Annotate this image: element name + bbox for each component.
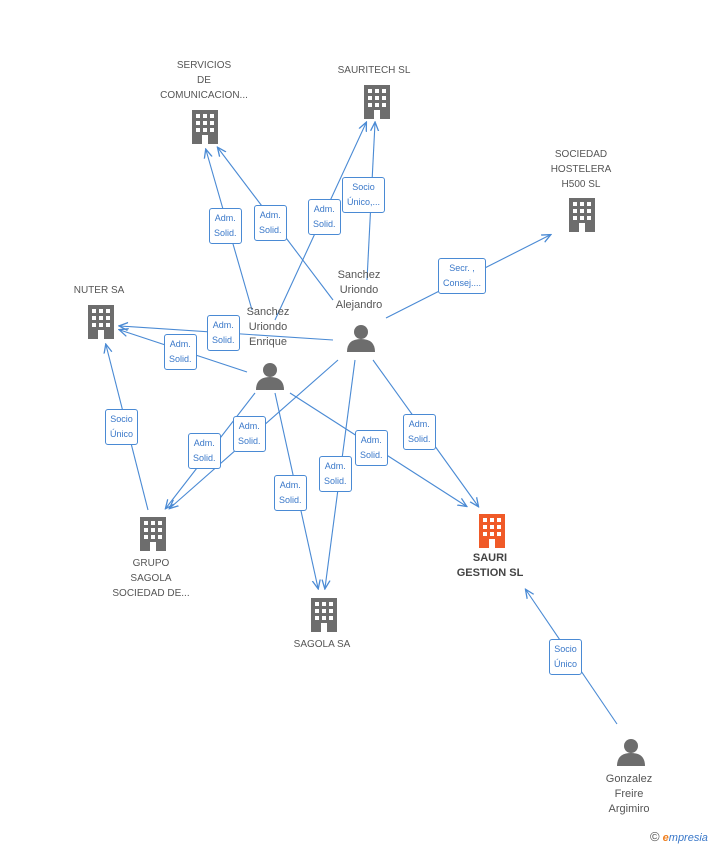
company-label-hostelera[interactable]: SOCIEDAD HOSTELERA H500 SL (550, 149, 612, 190)
edge-label-grupo-nuter[interactable]: Socio Único (105, 409, 139, 445)
building-icon-nuter[interactable] (88, 305, 114, 339)
edge-label-enrique-sauritech[interactable]: Adm. Solid. (308, 199, 341, 235)
company-label-sauri[interactable]: SAURI GESTION SL (456, 552, 524, 579)
edge-label-enrique-grupo[interactable]: Adm. Solid. (188, 433, 221, 469)
building-icon-grupo[interactable] (140, 517, 166, 551)
person-label-alejandro[interactable]: Sanchez Uriondo Alejandro (335, 269, 383, 311)
building-icon-servicios[interactable] (192, 110, 218, 144)
edge-label-enrique-sauri[interactable]: Adm. Solid. (355, 430, 388, 466)
company-label-grupo[interactable]: GRUPO SAGOLA SOCIEDAD DE... (112, 558, 190, 599)
building-icon-sauritech[interactable] (364, 85, 390, 119)
edge-label-enrique-servicios[interactable]: Adm. Solid. (209, 208, 242, 244)
company-label-sauritech[interactable]: SAURITECH SL (337, 65, 411, 76)
edge-label-enrique-nuter[interactable]: Adm. Solid. (164, 334, 197, 370)
company-label-nuter[interactable]: NUTER SA (73, 285, 125, 296)
building-icon-sagola[interactable] (311, 598, 337, 632)
edge-label-alejandro-nuter[interactable]: Adm. Solid. (207, 315, 240, 351)
brand-logo-text: mpresia (668, 832, 708, 844)
edge-label-alejandro-sagola[interactable]: Adm. Solid. (319, 456, 352, 492)
edge-label-alejandro-grupo[interactable]: Adm. Solid. (233, 416, 266, 452)
person-icon-gonzalez[interactable] (617, 739, 645, 766)
footer-brand[interactable]: © empresia (650, 829, 708, 844)
person-icon-alejandro[interactable] (347, 325, 375, 352)
brand-logo-e: e (662, 832, 669, 844)
person-label-enrique[interactable]: Sanchez Uriondo Enrique (246, 306, 290, 348)
copyright-icon: © (650, 829, 660, 844)
edge-label-alejandro-sauri[interactable]: Adm. Solid. (403, 414, 436, 450)
edge-label-enrique-sagola[interactable]: Adm. Solid. (274, 475, 307, 511)
edge-label-gonzalez-sauri[interactable]: Socio Único (549, 639, 583, 675)
person-label-gonzalez[interactable]: Gonzalez Freire Argimiro (605, 773, 653, 815)
building-icon-sauri[interactable] (479, 514, 505, 548)
company-label-sagola[interactable]: SAGOLA SA (293, 639, 351, 650)
edge-label-alejandro-servicios[interactable]: Adm. Solid. (254, 205, 287, 241)
edge-label-alejandro-sauritech[interactable]: Socio Único,... (342, 177, 386, 213)
edge-label-alejandro-hostelera[interactable]: Secr. , Consej.... (438, 258, 487, 294)
company-label-servicios[interactable]: SERVICIOS DE COMUNICACION... (160, 60, 248, 101)
person-icon-enrique[interactable] (256, 363, 284, 390)
building-icon-hostelera[interactable] (569, 198, 595, 232)
